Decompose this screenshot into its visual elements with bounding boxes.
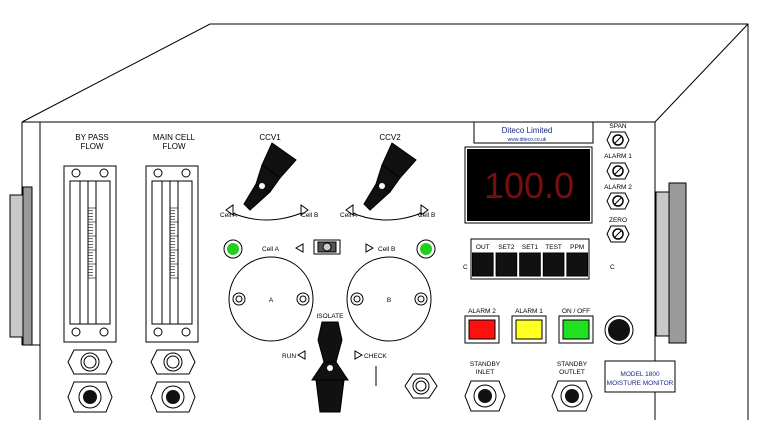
alarm1-pot[interactable] (606, 162, 630, 180)
standby-outlet-fitting[interactable] (551, 380, 593, 412)
brand-plate: Diteco Limited www.diteco.co.uk (473, 121, 594, 144)
mode-led-ppm (566, 252, 589, 277)
alarm1-button-label: ALARM 1 (515, 308, 543, 315)
digital-display: 100.0 (464, 146, 593, 224)
main-cell-flow-label-1: MAIN CELL (153, 133, 196, 142)
cell-a-indicator-arrow (294, 243, 304, 253)
main-cell-flow-label-2: FLOW (162, 142, 186, 151)
bypass-flow-label-2: FLOW (80, 142, 104, 151)
alarm1-button[interactable] (511, 315, 547, 344)
cell-a (228, 256, 314, 342)
mode-label-out: OUT (476, 244, 490, 251)
mode-strip-c-left: C (463, 264, 468, 271)
ccv2-label: CCV2 (379, 133, 401, 142)
mode-label-test: TEST (545, 244, 562, 251)
alarm2-pot[interactable] (606, 192, 630, 210)
ccv1-label: CCV1 (259, 133, 281, 142)
mode-label-set2: SET2 (498, 244, 515, 251)
run-label: RUN (282, 353, 296, 360)
main-cell-flowmeter (145, 165, 199, 343)
cell-b (346, 256, 432, 342)
ccv1-arrow-left (225, 204, 234, 216)
model-line-2: MOISTURE MONITOR (607, 380, 674, 387)
company-name: Diteco Limited (502, 126, 553, 135)
cell-b-label: B (387, 297, 391, 304)
bypass-top-fitting (67, 349, 113, 375)
right-handle (655, 182, 687, 344)
cell-a-led (223, 239, 243, 259)
company-website: www.diteco.co.uk (508, 137, 547, 143)
center-fitting (404, 373, 438, 399)
cell-a-indicator-label: Cell A (262, 246, 280, 253)
onoff-button[interactable] (558, 315, 594, 344)
standby-outlet-label-2: OUTLET (559, 369, 585, 376)
cell-select-toggle-switch[interactable] (313, 239, 341, 255)
alarm2-pot-label: ALARM 2 (604, 184, 632, 191)
zero-label: ZERO (609, 217, 627, 224)
check-label: CHECK (364, 353, 387, 360)
mode-led-set2 (495, 252, 518, 277)
standby-inlet-label-1: STANDBY (470, 361, 501, 368)
bypass-flowmeter (63, 165, 117, 343)
cell-b-led (416, 239, 436, 259)
main-cell-bottom-fitting (150, 381, 196, 413)
main-cell-scale-ticks (170, 207, 178, 279)
ccv2-valve-handle[interactable] (363, 142, 417, 211)
ccv2-arrow-left (345, 204, 354, 216)
mode-led-test (542, 252, 565, 277)
check-arrow (354, 350, 364, 360)
display-value: 100.0 (484, 165, 574, 206)
ccv1-valve-handle[interactable] (243, 142, 297, 211)
ccv2-cell-a-label: Cell A (340, 212, 358, 219)
mode-label-set1: SET1 (522, 244, 539, 251)
mode-led-out (472, 252, 494, 277)
standby-inlet-fitting[interactable] (464, 380, 506, 412)
mode-label-ppm: PPM (570, 244, 584, 251)
standby-inlet-label-2: INLET (476, 369, 494, 376)
mode-strip-c-right: C (610, 264, 615, 271)
span-label: SPAN (609, 123, 627, 130)
isolate-valve-handle[interactable] (311, 321, 349, 413)
ccv2-cell-b-label: Cell B (418, 212, 435, 219)
ccv2-arc (349, 211, 425, 221)
mode-led-set1 (519, 252, 541, 277)
alarm2-button[interactable] (464, 315, 500, 344)
cell-b-indicator-label: Cell B (378, 246, 395, 253)
ccv1-cell-a-label: Cell A (220, 212, 238, 219)
bypass-flow-label-1: BY PASS (75, 133, 109, 142)
onoff-button-label: ON / OFF (562, 308, 590, 315)
main-cell-top-fitting (150, 349, 196, 375)
standby-outlet-label-1: STANDBY (557, 361, 588, 368)
isolate-label: ISOLATE (317, 313, 345, 320)
power-connector[interactable] (604, 315, 634, 345)
run-arrow (296, 350, 306, 360)
ccv1-arrow-right (300, 204, 309, 216)
bypass-bottom-fitting (67, 381, 113, 413)
alarm2-button-label: ALARM 2 (468, 308, 496, 315)
model-plate: MODEL 1800 MOISTURE MONITOR (604, 360, 676, 393)
mode-indicator-strip: OUT SET2 SET1 TEST PPM (470, 238, 590, 280)
ccv1-cell-b-label: Cell B (301, 212, 318, 219)
cell-a-label: A (269, 297, 274, 304)
span-pot[interactable] (606, 131, 630, 149)
model-line-1: MODEL 1800 (620, 371, 660, 378)
zero-pot[interactable] (606, 225, 630, 243)
ccv2-arrow-right (420, 204, 429, 216)
alarm1-pot-label: ALARM 1 (604, 153, 632, 160)
ccv1-arc (229, 211, 305, 221)
bypass-scale-ticks (88, 207, 96, 279)
cell-b-indicator-arrow (365, 243, 375, 253)
left-handle (9, 186, 33, 346)
